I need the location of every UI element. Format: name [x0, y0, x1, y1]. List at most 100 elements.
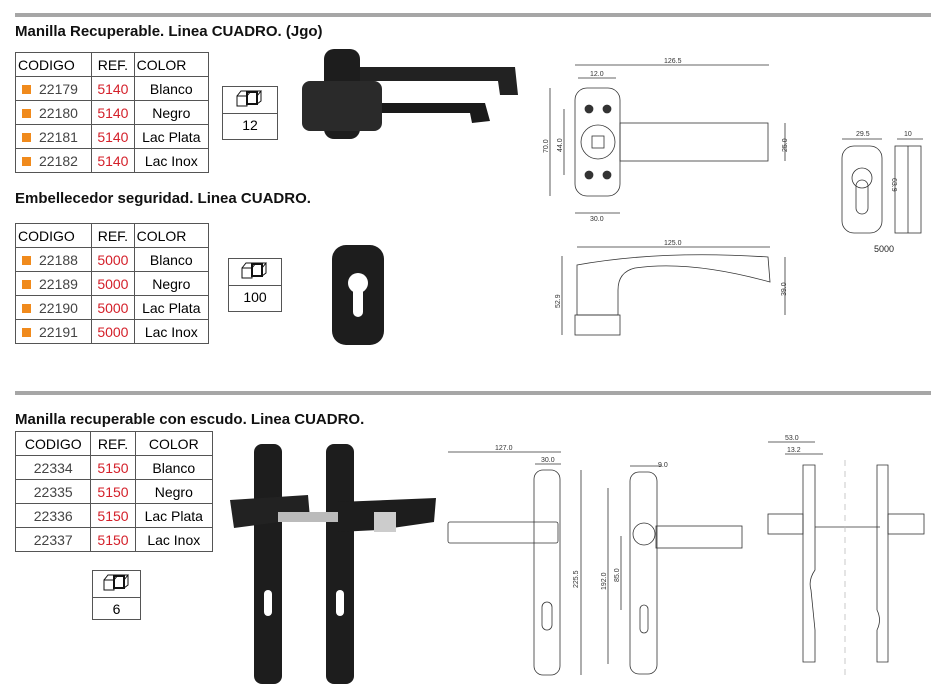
dim-label: 25.0 — [782, 138, 789, 152]
pack-quantity-box: 100 — [228, 258, 282, 312]
header-ref: REF. — [90, 431, 136, 456]
section-title: Manilla recuperable con escudo. Linea CU… — [15, 411, 365, 428]
handle-technical-drawing: 126.5 12.0 70.0 44.0 25.0 30.0 125.0 52.… — [543, 58, 923, 336]
dim-label: 63.9 — [890, 178, 897, 192]
dim-label: 13.2 — [787, 447, 801, 454]
header-codigo: CODIGO — [14, 431, 92, 456]
dim-label: 10 — [904, 131, 912, 138]
dim-label: 30.0 — [541, 457, 555, 464]
bullet-icon — [22, 327, 31, 337]
code: 22188 — [39, 251, 78, 268]
handle-photo — [302, 49, 518, 139]
color: Lac Plata — [134, 503, 214, 528]
pack-quantity: 12 — [242, 117, 258, 133]
code: 22180 — [39, 104, 78, 121]
bullet-icon — [22, 108, 31, 118]
pack-quantity-box: 6 — [92, 570, 141, 620]
color: Lac Inox — [134, 527, 214, 552]
section-title: Manilla Recuperable. Linea CUADRO. (Jgo) — [15, 23, 323, 40]
header-color: COLOR — [133, 223, 210, 248]
ref: 5150 — [90, 455, 136, 480]
section-divider — [15, 13, 931, 17]
color: Lac Plata — [133, 124, 210, 149]
dim-label: 30.0 — [590, 216, 604, 223]
ref: 5140 — [91, 124, 135, 149]
ref: 5000 — [91, 319, 135, 344]
color: Negro — [133, 100, 210, 125]
code: 22336 — [14, 503, 92, 528]
header-codigo: CODIGO — [14, 223, 93, 248]
ref: 5140 — [91, 148, 135, 173]
color: Lac Inox — [133, 148, 210, 173]
color: Negro — [134, 479, 214, 504]
bullet-icon — [22, 156, 31, 166]
dim-label: 125.0 — [664, 240, 682, 247]
code: 22182 — [39, 152, 78, 169]
color: Blanco — [134, 455, 214, 480]
bullet-icon — [22, 303, 31, 313]
header-color: COLOR — [133, 52, 210, 77]
dim-label: 53.0 — [785, 435, 799, 442]
bullet-icon — [22, 279, 31, 289]
escutcheon-photo — [332, 245, 384, 345]
color: Lac Plata — [133, 295, 210, 320]
pack-quantity-box: 12 — [222, 86, 278, 140]
dim-label: 127.0 — [495, 445, 513, 452]
boxes-icon — [229, 259, 281, 286]
dim-label: 12.0 — [590, 71, 604, 78]
code: 22191 — [39, 323, 78, 340]
handle-with-plate-technical-drawing: 127.0 30.0 225.5 9.0 192.0 85.0 53.0 13.… — [447, 435, 925, 680]
section-title: Embellecedor seguridad. Linea CUADRO. — [15, 190, 311, 207]
color: Negro — [133, 271, 210, 296]
color: Blanco — [133, 247, 210, 272]
dim-label: 52.9 — [555, 294, 562, 308]
dim-label: 39.0 — [781, 282, 788, 296]
ref: 5140 — [91, 100, 135, 125]
bullet-icon — [22, 132, 31, 142]
handle-with-plate-photo — [230, 444, 436, 684]
code: 22189 — [39, 275, 78, 292]
pack-quantity: 100 — [243, 289, 267, 305]
ref: 5140 — [91, 76, 135, 101]
dim-label: 9.0 — [658, 462, 668, 469]
color: Blanco — [133, 76, 210, 101]
boxes-icon — [93, 571, 140, 598]
dim-label: 192.0 — [601, 572, 608, 590]
code: 22334 — [14, 455, 92, 480]
code: 22181 — [39, 128, 78, 145]
drawing-ref-label: 5000 — [874, 244, 894, 254]
bullet-icon — [22, 84, 31, 94]
dim-label: 126.5 — [664, 58, 682, 65]
dim-label: 70.0 — [543, 139, 550, 153]
header-ref: REF. — [91, 52, 135, 77]
code: 22179 — [39, 80, 78, 97]
bullet-icon — [22, 255, 31, 265]
dim-label: 29.5 — [856, 131, 870, 138]
dim-label: 44.0 — [557, 138, 564, 152]
header-codigo: CODIGO — [14, 52, 93, 77]
code: 22190 — [39, 299, 78, 316]
section-divider — [15, 391, 931, 395]
color: Lac Inox — [133, 319, 210, 344]
ref: 5150 — [90, 527, 136, 552]
dim-label: 225.5 — [573, 570, 580, 588]
dim-label: 85.0 — [614, 568, 621, 582]
ref: 5000 — [91, 271, 135, 296]
pack-quantity: 6 — [112, 601, 121, 617]
header-color: COLOR — [134, 431, 214, 456]
code: 22335 — [14, 479, 92, 504]
